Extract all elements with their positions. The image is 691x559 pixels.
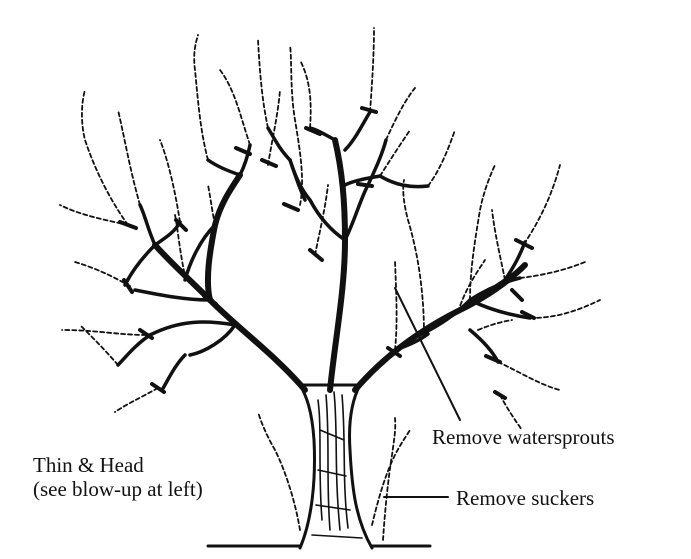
label-thin-line-1: Thin & Head [33,453,203,477]
pruning-cut-marks [120,108,534,398]
leader-line-waterspouts [395,288,460,420]
main-limbs [155,140,525,390]
label-thin-line-2: (see blow-up at left) [33,477,203,501]
label-remove-watersprouts: Remove watersprouts [432,425,615,449]
label-thin-and-head: Thin & Head (see blow-up at left) [33,453,203,501]
label-remove-suckers: Remove suckers [456,486,594,510]
